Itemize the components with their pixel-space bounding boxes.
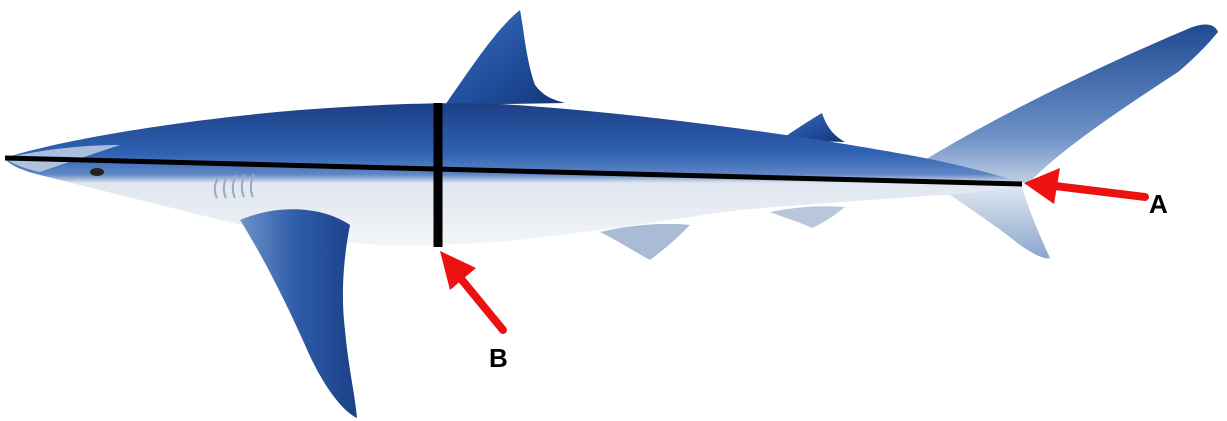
caudal-fin-upper [925,25,1218,188]
anal-fin [770,206,845,228]
dorsal-fin [445,10,565,105]
blue-shark-illustration [5,10,1218,418]
red-arrow-icon [1024,168,1145,204]
label-b: B [489,343,508,373]
shark-eye [90,168,104,176]
shark-body [5,103,1025,245]
red-arrow-icon [440,251,503,330]
label-a: A [1149,189,1168,219]
caudal-fin-lower [940,186,1050,258]
pelvic-fin [600,224,690,260]
pectoral-fin [240,209,357,418]
